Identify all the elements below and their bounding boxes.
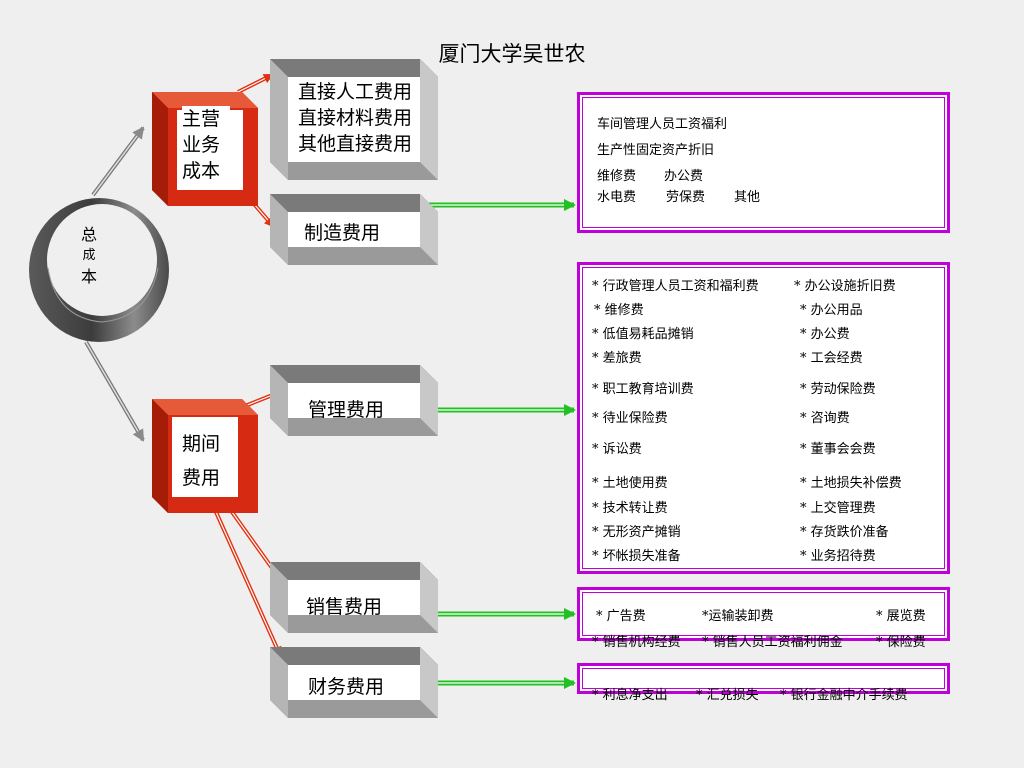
manufacturing-item: 其他	[734, 190, 761, 205]
period-expense-line-2: 费用	[182, 467, 221, 489]
management-item: * 诉讼费	[592, 442, 642, 457]
main-business-line-3: 成本	[182, 160, 221, 182]
sales-box: 销售费用	[270, 562, 438, 633]
manufacturing-item: 车间管理人员工资福利	[597, 117, 728, 132]
sales-item: * 销售人员工资福利佣金	[702, 635, 843, 650]
management-item: * 办公费	[800, 327, 850, 342]
management-item: * 土地损失补偿费	[800, 476, 902, 491]
management-box: 管理费用	[270, 365, 438, 436]
management-item: * 低值易耗品摊销	[592, 327, 694, 342]
gray-box-shape	[270, 562, 438, 633]
period-expense-line-1: 期间	[182, 433, 221, 455]
sales-item: *运输装卸费	[702, 609, 774, 624]
management-item: * 上交管理费	[800, 501, 876, 516]
manufacturing-item: 劳保费	[666, 190, 706, 205]
management-items-panel: * 行政管理人员工资和福利费 * 维修费 * 低值易耗品摊销 * 差旅费 * 职…	[577, 262, 950, 574]
management-item: * 行政管理人员工资和福利费	[592, 279, 759, 294]
total-cost-node: 总 成 本	[26, 198, 176, 352]
management-item: * 职工教育培训费	[592, 382, 694, 397]
sales-item: * 销售机构经费	[592, 635, 681, 650]
manufacturing-box: 制造费用	[270, 194, 438, 265]
main-business-cost-box: 主营 业务 成本	[152, 92, 258, 206]
manufacturing-item: 生产性固定资产折旧	[597, 143, 715, 158]
direct-material-cost: 直接材料费用	[298, 107, 413, 129]
finance-items-panel: * 利息净支出 * 汇兑损失 * 银行金融中介手续费	[577, 663, 950, 703]
period-expense-box: 期间 费用	[152, 399, 258, 513]
direct-costs-box: 直接人工费用 直接材料费用 其他直接费用	[270, 59, 438, 180]
arrow-period-to-finance	[214, 511, 282, 657]
management-item: * 董事会会费	[800, 442, 876, 457]
sales-item: * 保险费	[876, 635, 926, 650]
management-item: * 维修费	[594, 303, 644, 318]
finance-box: 财务费用	[270, 647, 438, 718]
gray-box-shape	[270, 647, 438, 718]
sales-item: * 广告费	[596, 609, 646, 624]
management-item: * 待业保险费	[592, 411, 668, 426]
manufacturing-item: 维修费	[597, 169, 637, 184]
management-item: * 工会经费	[800, 351, 863, 366]
management-label: 管理费用	[308, 399, 385, 421]
sales-items-panel: * 广告费 *运输装卸费 * 展览费 * 销售机构经费 * 销售人员工资福利佣金…	[577, 587, 950, 650]
manufacturing-item: 办公费	[664, 169, 704, 184]
total-cost-char-1: 总	[80, 225, 97, 244]
management-item: * 业务招待费	[800, 549, 876, 564]
ring-shape	[29, 198, 169, 342]
management-item: * 技术转让费	[592, 501, 668, 516]
manufacturing-item: 水电费	[597, 190, 637, 205]
gray-box-shape	[270, 59, 438, 180]
gray-box-shape	[270, 365, 438, 436]
management-item: * 劳动保险费	[800, 382, 876, 397]
management-item: * 无形资产摊销	[592, 525, 681, 540]
main-business-line-1: 主营	[182, 108, 221, 130]
sales-item: * 展览费	[876, 609, 926, 624]
sales-label: 销售费用	[306, 596, 383, 618]
total-cost-char-2: 成	[82, 248, 96, 263]
manufacturing-items-panel: 车间管理人员工资福利 生产性固定资产折旧 维修费 办公费 水电费 劳保费 其他	[577, 92, 950, 233]
management-item: * 办公用品	[800, 303, 863, 318]
management-item: * 办公设施折旧费	[794, 279, 896, 294]
manufacturing-label: 制造费用	[304, 222, 381, 244]
arrow-main-to-direct	[237, 73, 274, 94]
finance-item: * 汇兑损失	[696, 688, 759, 703]
finance-label: 财务费用	[308, 676, 385, 698]
arrow-total-to-main	[91, 126, 145, 197]
finance-item: * 银行金融中介手续费	[780, 688, 908, 703]
finance-item: * 利息净支出	[592, 688, 668, 703]
page-title: 厦门大学吴世农	[438, 42, 586, 66]
other-direct-cost: 其他直接费用	[298, 133, 413, 155]
arrow-total-to-period	[84, 340, 145, 442]
total-cost-char-3: 本	[80, 267, 97, 286]
management-item: * 差旅费	[592, 351, 642, 366]
management-item: * 咨询费	[800, 411, 850, 426]
main-business-line-2: 业务	[182, 134, 221, 156]
direct-labor-cost: 直接人工费用	[298, 81, 413, 103]
management-item: * 土地使用费	[592, 476, 668, 491]
gray-box-shape	[270, 194, 438, 265]
management-item: * 坏帐损失准备	[592, 549, 681, 564]
management-item: * 存货跌价准备	[800, 525, 889, 540]
